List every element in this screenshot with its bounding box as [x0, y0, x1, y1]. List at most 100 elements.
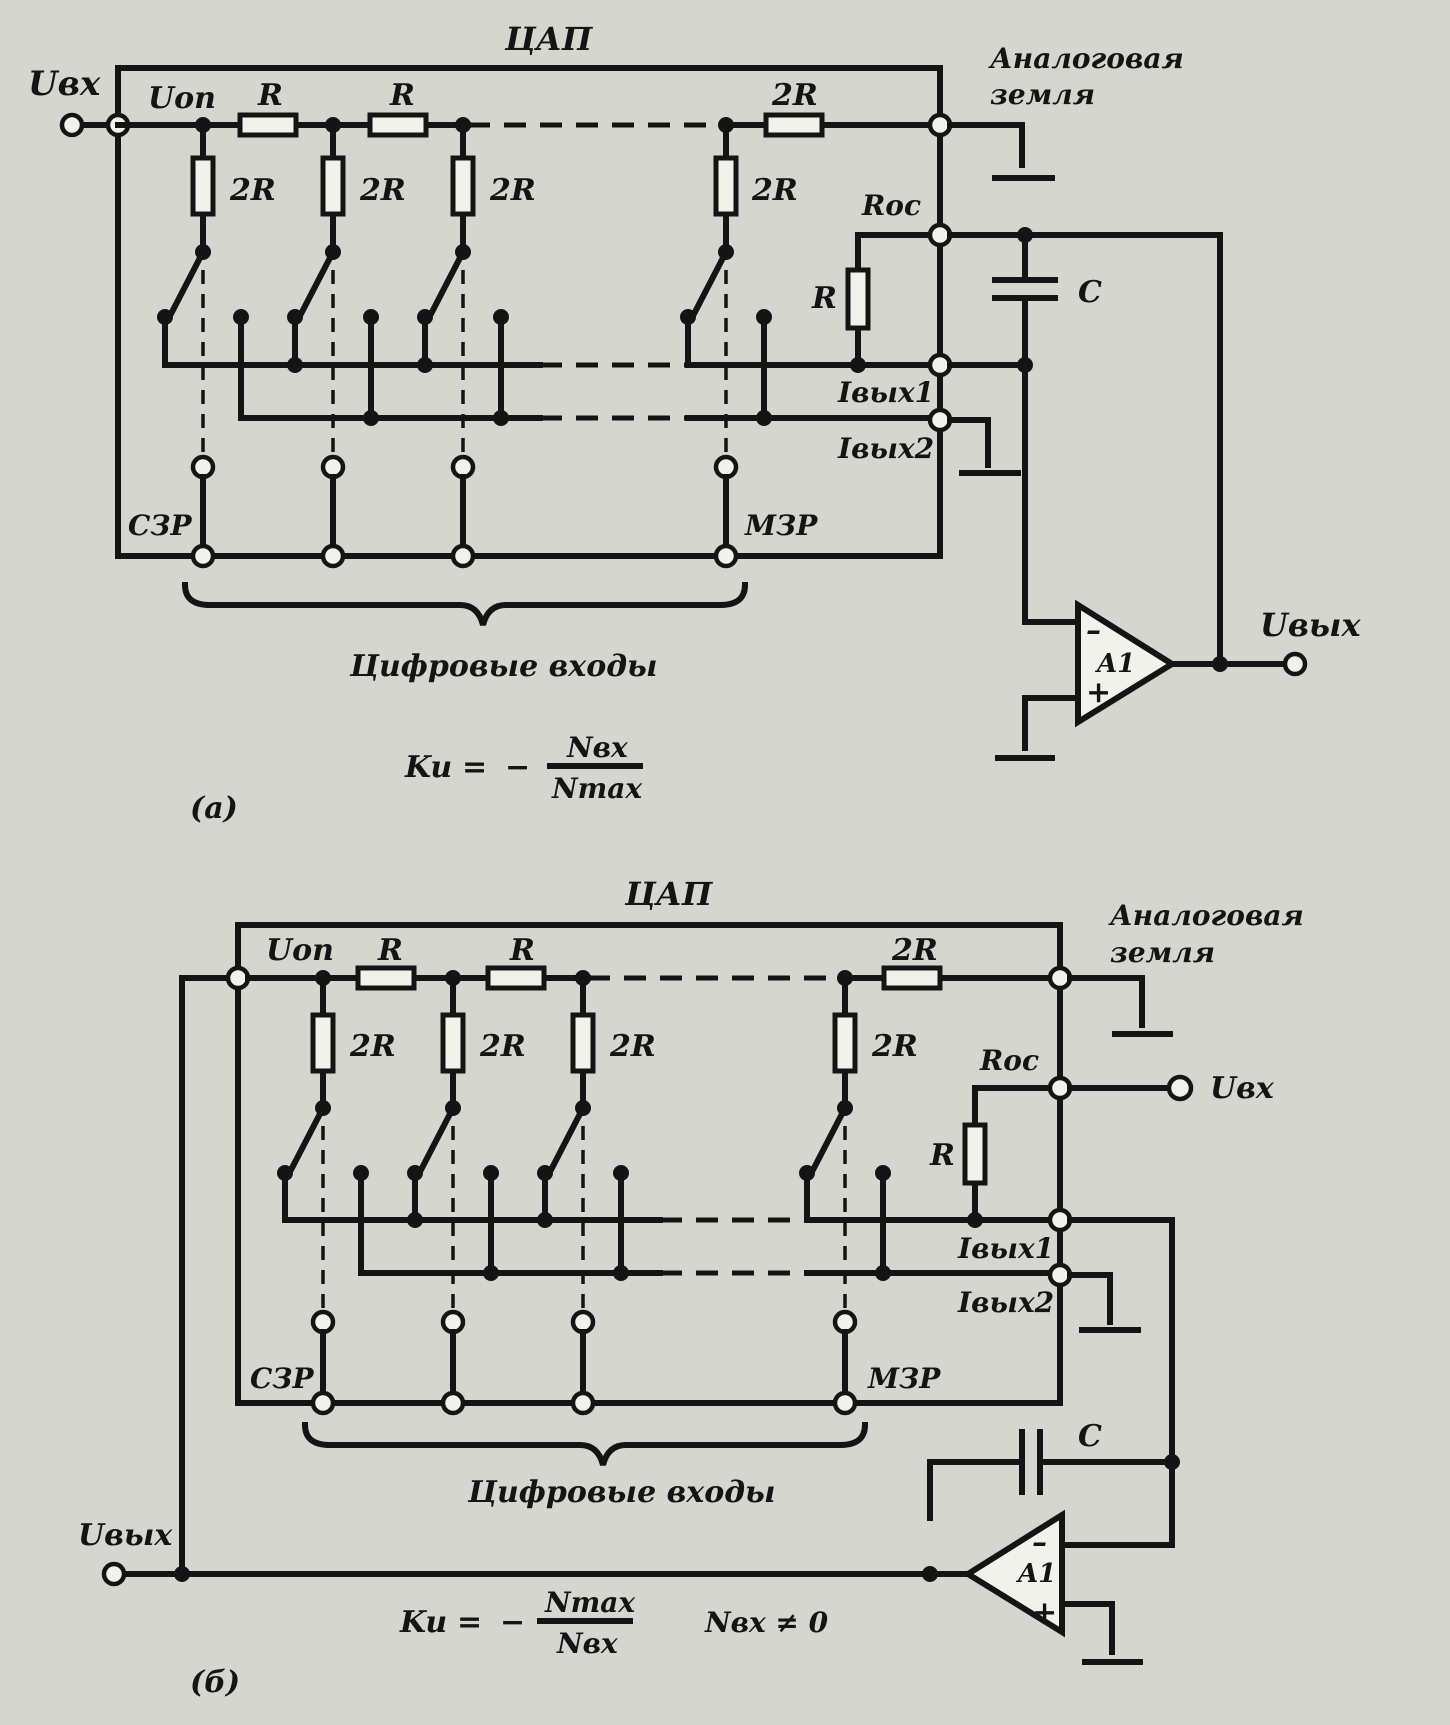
label-r-b2: R: [509, 933, 535, 968]
formula-num-b: Nmax: [544, 1586, 635, 1619]
digital-input-pin[interactable]: [450, 543, 476, 569]
dac-title-b: ЦАП: [624, 875, 714, 913]
shunt-resistor: [320, 155, 346, 217]
label-2r-shunt-a4: 2R: [751, 173, 798, 208]
shunt-resistor: [440, 1012, 466, 1074]
label-2r-shunt-b4: 2R: [871, 1029, 918, 1064]
dac-frame-a: [115, 65, 943, 559]
digital-input-pin[interactable]: [713, 543, 739, 569]
figure-a: ЦАП Uвх Uоп R R 2R Аналоговая земля: [28, 20, 1361, 826]
label-roc-b: Rос: [979, 1044, 1039, 1077]
shunt-resistor: [190, 155, 216, 217]
input-terminal-b: [1166, 1074, 1194, 1102]
branch-a3: [417, 117, 509, 569]
series-resistor-b1: [355, 965, 417, 991]
label-uref-a: Uоп: [148, 81, 216, 116]
label-uin-a: Uвх: [28, 64, 101, 104]
switch-blade: [427, 247, 468, 317]
series-resistor-b2: [485, 965, 547, 991]
opamp-label-b: A1: [1015, 1559, 1056, 1589]
switch-blade: [287, 1103, 328, 1173]
input-brace-b: [301, 1421, 869, 1466]
output-terminal-a: [1282, 651, 1308, 677]
formula-eq-b: =: [457, 1605, 482, 1640]
figure-b: ЦАП Uоп R R 2R Аналоговая земля: [78, 875, 1304, 1700]
label-iout2-b: Iвых2: [957, 1286, 1054, 1319]
series-resistor-a1: [237, 112, 299, 138]
opamp-minus-a: –: [1086, 613, 1101, 648]
label-2r-shunt-a3: 2R: [489, 173, 536, 208]
formula-ku-b: Ku: [399, 1605, 447, 1640]
label-2r-series-b: 2R: [891, 933, 938, 968]
label-r-b1: R: [377, 933, 403, 968]
switch-blade: [690, 247, 731, 317]
caption-a: (a): [190, 791, 238, 826]
label-2r-shunt-b1: 2R: [349, 1029, 396, 1064]
label-c-a: C: [1078, 275, 1102, 310]
digital-input-pin[interactable]: [320, 543, 346, 569]
label-c-b: C: [1078, 1419, 1102, 1454]
formula-minus-a: −: [505, 750, 530, 785]
formula-eq-a: =: [462, 750, 487, 785]
label-digital-inputs-a: Цифровые входы: [349, 649, 658, 684]
formula-ku-a: Ku: [404, 750, 452, 785]
branch-a1: [157, 117, 249, 569]
digital-input-pin[interactable]: [440, 1390, 466, 1416]
label-r-feedback-b: R: [929, 1138, 955, 1173]
capacitor-b: [1019, 1429, 1043, 1495]
feedback-resistor-b: [962, 1122, 988, 1186]
series-resistor-b3: [881, 965, 943, 991]
shunt-resistor: [450, 155, 476, 217]
label-uin-b: Uвх: [1210, 1071, 1275, 1106]
label-lsb-a: МЗР: [744, 509, 818, 542]
label-2r-series-a: 2R: [771, 78, 818, 113]
label-2r-shunt-a2: 2R: [359, 173, 406, 208]
switch-blade: [547, 1103, 588, 1173]
dac-frame-b: [235, 922, 1063, 1406]
formula-den-b: Nвх: [556, 1627, 618, 1660]
opamp-plus-b: +: [1032, 1595, 1057, 1630]
label-r-a1: R: [257, 78, 283, 113]
formula-num-a: Nвх: [566, 731, 628, 764]
formula-cond-b: Nвх ≠ 0: [704, 1606, 829, 1639]
label-uout-a: Uвых: [1260, 606, 1361, 644]
digital-input-pin[interactable]: [310, 1390, 336, 1416]
label-r-feedback-a: R: [811, 281, 837, 316]
switch-blade: [167, 247, 208, 317]
opamp-a: [1075, 599, 1178, 728]
label-roc-a: Rос: [861, 189, 921, 222]
opamp-label-a: A1: [1094, 649, 1135, 679]
label-digital-inputs-b: Цифровые входы: [467, 1475, 776, 1510]
shunt-resistor: [832, 1012, 858, 1074]
series-resistor-a2: [367, 112, 429, 138]
switch-blade: [297, 247, 338, 317]
input-brace-a: [181, 581, 749, 626]
input-terminal-a: [59, 112, 85, 138]
formula-den-a: Nmax: [551, 772, 642, 805]
opamp-b: [962, 1509, 1065, 1638]
label-2r-shunt-a1: 2R: [229, 173, 276, 208]
label-analog-ground-a-line1: Аналоговая: [988, 42, 1184, 75]
label-iout1-a: Iвых1: [837, 376, 934, 409]
analog-ground-lead-a: [947, 122, 1025, 168]
opamp-plus-a: +: [1086, 675, 1111, 710]
label-uout-b: Uвых: [78, 1518, 173, 1553]
label-analog-ground-b-line1: Аналоговая: [1108, 899, 1304, 932]
label-2r-shunt-b2: 2R: [479, 1029, 526, 1064]
shunt-resistor: [570, 1012, 596, 1074]
label-msb-a: СЗР: [128, 509, 192, 542]
label-iout2-a: Iвых2: [837, 432, 934, 465]
label-lsb-b: МЗР: [867, 1362, 941, 1395]
label-2r-shunt-b3: 2R: [609, 1029, 656, 1064]
branch-b3: [537, 970, 629, 1416]
digital-input-pin[interactable]: [190, 543, 216, 569]
capacitor-a: [992, 277, 1058, 301]
formula-minus-b: −: [500, 1605, 525, 1640]
series-resistor-a3: [763, 112, 825, 138]
digital-input-pin[interactable]: [570, 1390, 596, 1416]
label-r-a2: R: [389, 78, 415, 113]
digital-input-pin[interactable]: [832, 1390, 858, 1416]
switch-blade: [417, 1103, 458, 1173]
